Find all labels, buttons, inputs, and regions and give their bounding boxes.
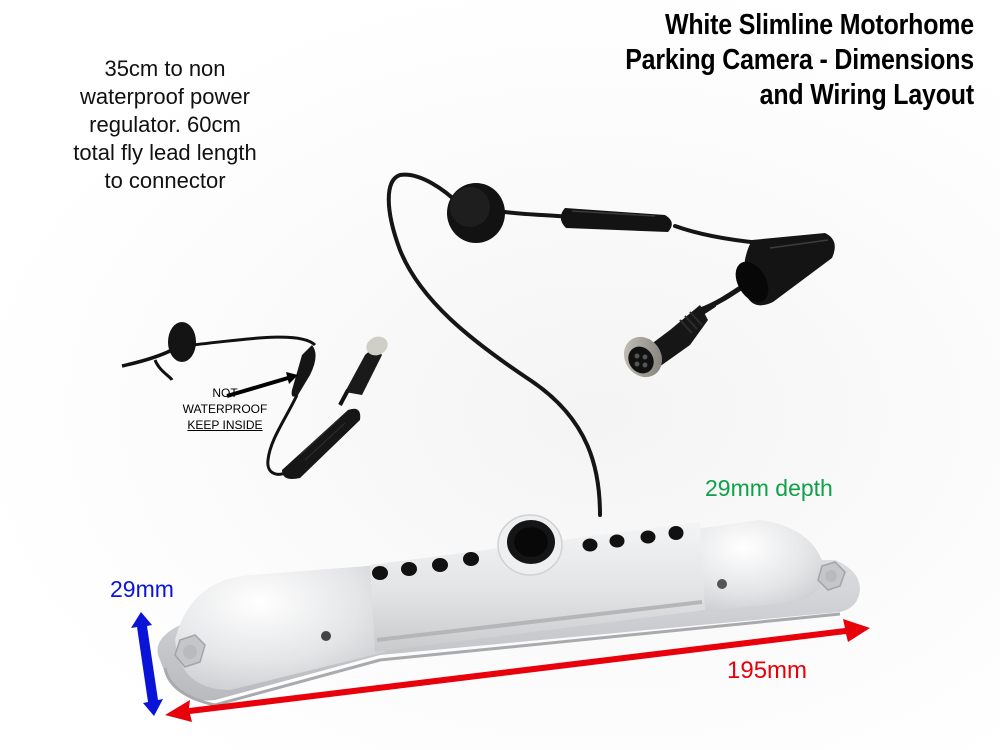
note-line-3: regulator. 60cm [89, 112, 241, 137]
connector-dust-cap [735, 233, 835, 306]
note-line-1: 35cm to non [104, 56, 226, 81]
inline-regulator-module [560, 208, 672, 232]
width-arrow-icon [165, 619, 870, 722]
height-dimension-label: 29mm [110, 576, 174, 602]
depth-dimension-label: 29mm depth [705, 475, 833, 501]
note-line-5: to connector [104, 168, 226, 193]
mount-hole-left-icon [174, 634, 206, 668]
inset-label-line-3: KEEP INSIDE [187, 418, 263, 432]
page-title: White Slimline Motorhome Parking Camera … [527, 8, 974, 113]
inset-regulator-photo [121, 322, 388, 479]
cable-length-note: 35cm to non waterproof power regulator. … [30, 55, 300, 195]
not-waterproof-label: NOT WATERPROOF KEEP INSIDE [165, 385, 285, 433]
inset-label-line-1: NOT [212, 386, 238, 400]
title-line-2: Parking Camera - Dimensions [625, 44, 974, 76]
note-line-2: waterproof power [80, 84, 250, 109]
camera-body [157, 514, 860, 707]
mount-hole-right-icon [817, 561, 846, 591]
title-line-1: White Slimline Motorhome [664, 9, 974, 41]
grommet-disc-icon [447, 183, 505, 243]
camera-lens-icon [507, 520, 555, 564]
ir-led-left-group [372, 552, 479, 580]
width-dimension-label: 195mm [727, 657, 808, 684]
ir-led-right-group [582, 526, 684, 552]
title-line-3: and Wiring Layout [759, 79, 975, 111]
note-line-4: total fly lead length [73, 140, 257, 165]
inset-label-line-2: WATERPROOF [182, 402, 268, 416]
aviation-connector-icon [623, 303, 717, 378]
height-arrow-icon [131, 612, 163, 716]
